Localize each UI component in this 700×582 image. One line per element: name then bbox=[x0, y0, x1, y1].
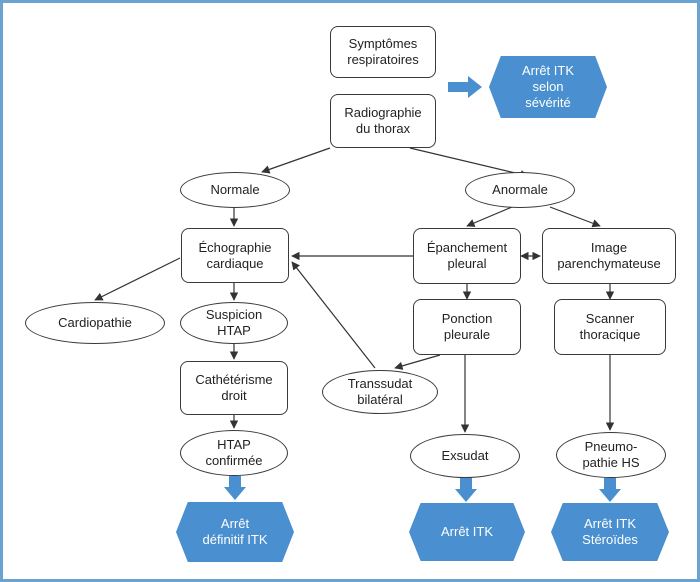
node-echographie-cardiaque: Échographie cardiaque bbox=[181, 228, 289, 283]
node-symptomes-respiratoires: Symptômes respiratoires bbox=[330, 26, 436, 78]
node-exsudat: Exsudat bbox=[410, 434, 520, 478]
node-scanner-thoracique: Scanner thoracique bbox=[554, 299, 666, 355]
node-arret-itk: Arrêt ITK bbox=[409, 503, 525, 561]
node-arret-itk-steroides: Arrêt ITK Stéroïdes bbox=[551, 503, 669, 561]
edge-anormale-image bbox=[549, 206, 601, 228]
node-image-parenchymateuse: Image parenchymateuse bbox=[542, 228, 676, 284]
node-normale: Normale bbox=[180, 172, 290, 208]
edge-ponction-transsudat bbox=[394, 354, 441, 370]
node-catheterisme-droit: Cathétérisme droit bbox=[180, 361, 288, 415]
edge-anormale-epanchement bbox=[466, 206, 513, 227]
edge-radiographie-normale bbox=[261, 147, 331, 174]
node-ponction-pleurale: Ponction pleurale bbox=[413, 299, 521, 355]
node-epanchement-pleural: Épanchement pleural bbox=[413, 228, 521, 284]
block-arrow-down-left bbox=[224, 476, 246, 500]
node-suspicion-htap: Suspicion HTAP bbox=[180, 302, 288, 344]
node-radiographie-thorax: Radiographie du thorax bbox=[330, 94, 436, 148]
edge-transsudat-echographie bbox=[291, 261, 376, 369]
edge-echographie-cardiopathie bbox=[94, 257, 181, 301]
node-transsudat-bilateral: Transsudat bilatéral bbox=[322, 370, 438, 414]
edge-radiographie-anormale bbox=[409, 147, 529, 179]
node-cardiopathie: Cardiopathie bbox=[25, 302, 165, 344]
node-anormale: Anormale bbox=[465, 172, 575, 208]
node-pneumopathie-hs: Pneumo- pathie HS bbox=[556, 432, 666, 478]
node-arret-definitif-itk: Arrêt définitif ITK bbox=[176, 502, 294, 562]
block-arrow-right bbox=[448, 76, 482, 98]
block-arrow-down-middle bbox=[455, 478, 477, 502]
node-htap-confirmee: HTAP confirmée bbox=[180, 430, 288, 476]
block-arrow-down-right bbox=[599, 478, 621, 502]
node-arret-itk-selon-severite: Arrêt ITK selon sévérité bbox=[489, 56, 607, 118]
